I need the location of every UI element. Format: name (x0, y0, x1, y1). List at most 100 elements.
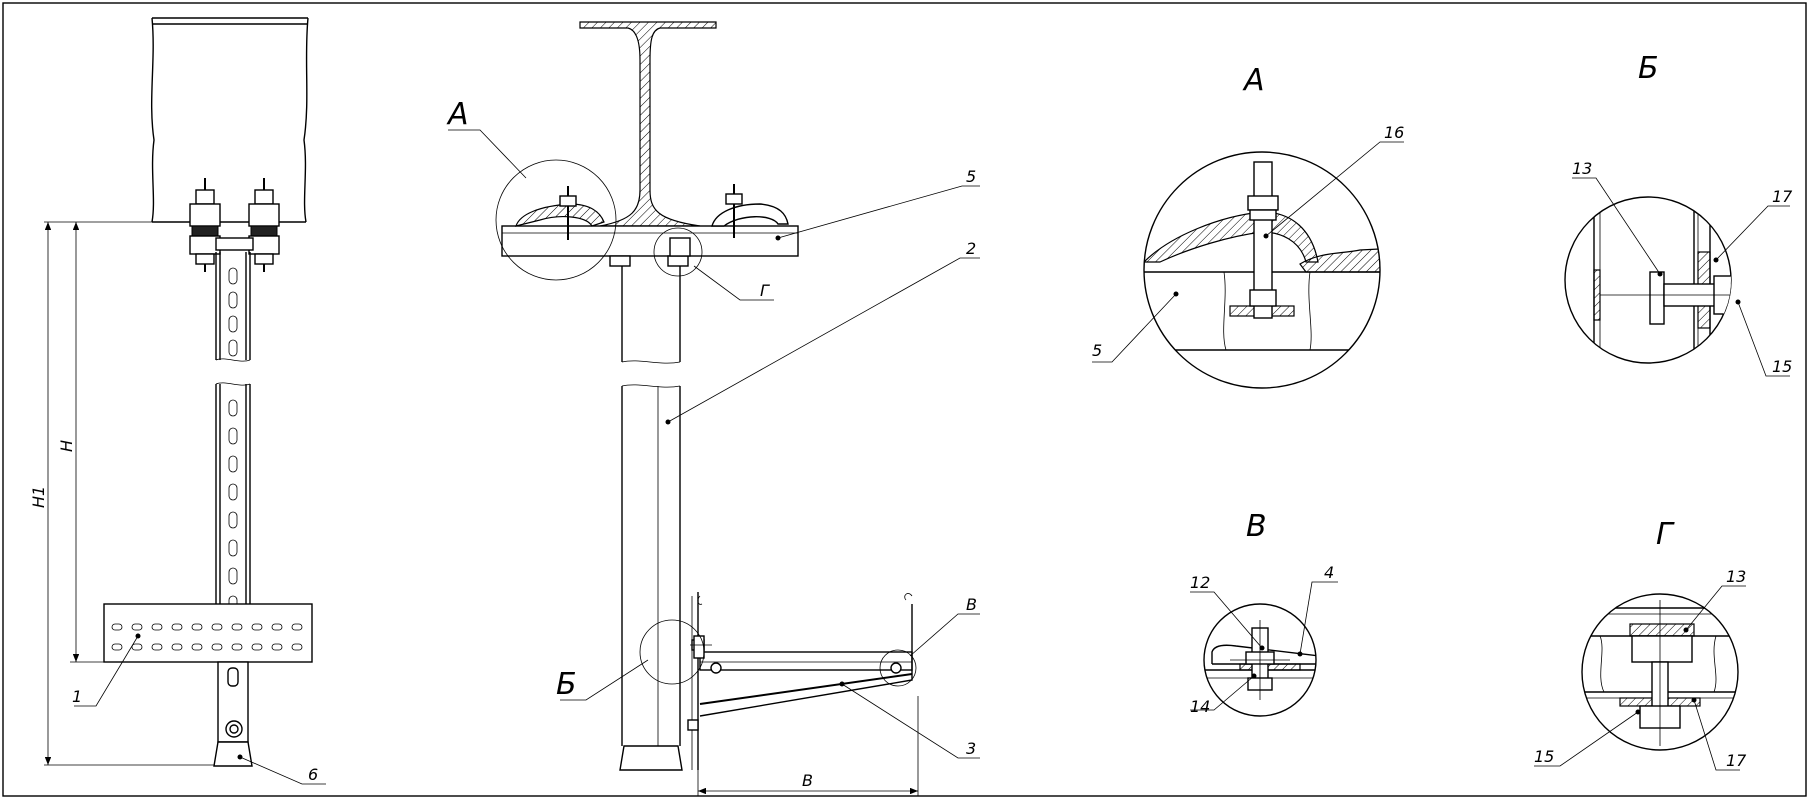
svg-text:14: 14 (1190, 697, 1210, 716)
tray-hole (111, 623, 123, 631)
dimension-b: B (697, 696, 919, 796)
svg-text:5: 5 (1092, 341, 1102, 360)
tray-hole (131, 643, 143, 651)
view-ref-g: Г (693, 265, 774, 301)
detail-b-title: Б (1638, 51, 1659, 86)
svg-text:4: 4 (1324, 563, 1334, 582)
i-beam (579, 21, 717, 227)
view-ref-v: В (909, 595, 980, 657)
profile-slot (228, 267, 238, 285)
profile-slot (228, 511, 238, 529)
perforated-profile-upper (215, 252, 251, 362)
callout-17-b: 17 (1713, 187, 1793, 263)
callout-14: 14 (1190, 673, 1257, 716)
tray-hole (171, 623, 183, 631)
profile-slots (228, 267, 238, 613)
tray-hole (291, 643, 303, 651)
tray-hole (151, 643, 163, 651)
profile-slot (228, 567, 238, 585)
vertical-post (619, 266, 683, 771)
mounting-plate (501, 225, 799, 257)
svg-text:17: 17 (1772, 187, 1793, 206)
callout-3: 3 (839, 681, 980, 759)
svg-text:6: 6 (308, 765, 318, 784)
callout-12: 12 (1190, 573, 1265, 651)
cable-tray-plate (103, 603, 313, 663)
svg-text:15: 15 (1534, 747, 1554, 766)
svg-text:3: 3 (966, 739, 976, 758)
left-front-view: H1 H 1 6 (29, 17, 326, 785)
dimension-h: H (57, 222, 104, 663)
svg-text:А: А (446, 97, 469, 132)
dimension-h1: H1 (29, 221, 214, 766)
tray-hole (131, 623, 143, 631)
callout-17-g: 17 (1691, 697, 1747, 771)
perforated-profile-lower (215, 382, 251, 604)
detail-view-v: В 12 4 14 (1190, 509, 1338, 717)
svg-text:12: 12 (1190, 573, 1210, 592)
profile-slot (228, 483, 238, 501)
dimension-b-label: B (802, 771, 813, 790)
svg-text:1: 1 (72, 687, 82, 706)
left-bolt-group (189, 178, 280, 272)
profile-slot (228, 427, 238, 445)
detail-g-title: Г (1656, 517, 1675, 552)
profile-slot (228, 291, 238, 309)
tray-hole (291, 623, 303, 631)
svg-text:Г: Г (760, 281, 770, 300)
callout-6: 6 (237, 754, 326, 785)
hanger-end (213, 661, 253, 767)
view-ref-b: Б (556, 659, 649, 702)
callout-5-detail: 5 (1092, 291, 1179, 363)
ceiling-beam (151, 17, 309, 223)
svg-text:13: 13 (1572, 159, 1592, 178)
tray-hole (211, 623, 223, 631)
callout-1: 1 (72, 633, 141, 707)
beam-clamp-left (515, 203, 605, 227)
tray-hole (191, 623, 203, 631)
callout-5-middle: 5 (775, 167, 980, 241)
svg-text:В: В (966, 595, 977, 614)
tray-hole (111, 643, 123, 651)
callout-2: 2 (665, 239, 980, 425)
dimension-h1-label: H1 (29, 486, 48, 508)
callout-13-b: 13 (1572, 159, 1663, 277)
beam-clamp-right (711, 203, 789, 227)
detail-circle-g (653, 227, 703, 277)
detail-circle-b (639, 619, 705, 685)
profile-slot (228, 315, 238, 333)
detail-view-b: Б 13 17 (1564, 51, 1793, 377)
callout-15-b: 15 (1735, 299, 1792, 377)
svg-text:13: 13 (1726, 567, 1746, 586)
tray-hole (211, 643, 223, 651)
detail-circle-v (879, 649, 917, 687)
detail-v-title: В (1246, 509, 1267, 544)
middle-side-view: B А 5 2 Г Б (446, 21, 980, 796)
detail-view-g: Г 13 15 17 (1534, 517, 1747, 771)
svg-text:Б: Б (556, 667, 577, 702)
dimension-h-label: H (57, 440, 76, 452)
profile-slot (228, 339, 238, 357)
tray-hole (251, 623, 263, 631)
callout-15-g: 15 (1534, 709, 1641, 767)
detail-view-a: А 16 5 (1092, 63, 1404, 389)
tray-hole (171, 643, 183, 651)
detail-circle-a (495, 159, 617, 281)
view-ref-a: А (446, 97, 527, 179)
tray-hole (271, 643, 283, 651)
svg-text:2: 2 (966, 239, 976, 258)
callout-4: 4 (1297, 563, 1338, 657)
tray-hole (251, 643, 263, 651)
svg-text:16: 16 (1384, 123, 1404, 142)
detail-a-title: А (1242, 63, 1265, 98)
callout-13-g: 13 (1683, 567, 1746, 633)
tray-hole (191, 643, 203, 651)
cantilever-bracket (687, 592, 913, 770)
tray-hole (151, 623, 163, 631)
svg-text:15: 15 (1772, 357, 1792, 376)
tray-hole (231, 623, 243, 631)
callout-16: 16 (1263, 123, 1404, 239)
profile-slot (228, 539, 238, 557)
tray-hole (231, 643, 243, 651)
